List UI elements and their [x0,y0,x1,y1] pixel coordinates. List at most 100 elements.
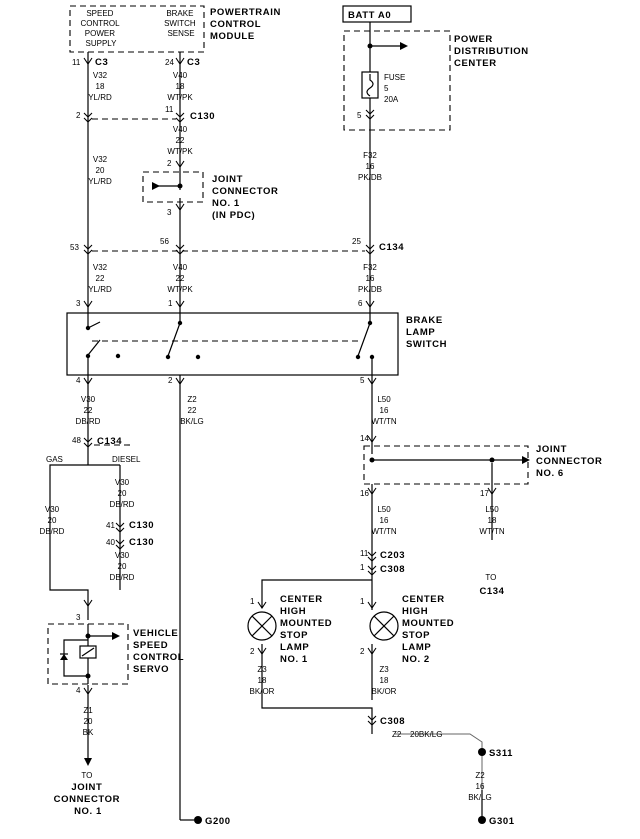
svg-text:2: 2 [360,647,365,656]
svg-text:1: 1 [168,299,173,308]
svg-text:BRAKE LAMP SWITCH: BRAKE LAMP SWITCH [406,315,447,350]
pcm-left-label: SPEED CONTROL POWER SUPPLY [80,9,121,48]
svg-text:20BK/LG: 20BK/LG [410,730,442,739]
svg-text:C130: C130 [190,111,215,122]
ground-icon [194,816,202,824]
powertrain-control-module: SPEED CONTROL POWER SUPPLY BRAKE SWITCH … [69,5,284,53]
svg-text:C134: C134 [379,242,404,253]
svg-text:CENTER HIGH MOUNTE: CENTER HIGH MOUNTED STOP LAMP NO. 1 [280,594,335,665]
svg-text:C3: C3 [95,57,108,68]
wire-lines [49,52,493,818]
svg-text:1: 1 [360,563,365,572]
pdc-title: POWER DISTRIBUTION CENTER [454,34,532,69]
svg-text:16: 16 [360,489,369,498]
svg-text:G301: G301 [489,816,515,827]
vehicle-speed-control-servo: VEHICLE SPEED CONTROL SERVO [47,623,187,685]
svg-text:5: 5 [360,376,365,385]
brake-lamp-switch: BRAKE LAMP SWITCH [66,312,447,376]
svg-text:3: 3 [167,208,172,217]
ground-g200: G200 [179,816,231,827]
power-distribution-center: FUSE 5 20A 5 POWER DISTRIBUTION CENTER [343,22,532,131]
svg-text:11: 11 [360,549,369,558]
to-joint-connector-1-label: TO JOINT CONNECTOR NO. 1 [54,771,123,817]
svg-text:C134: C134 [97,436,122,447]
ground-icon [478,816,486,824]
svg-text:53: 53 [70,243,79,252]
svg-text:1: 1 [360,597,365,606]
svg-text:C3: C3 [187,57,200,68]
svg-text:11: 11 [165,105,174,114]
pcm-right-label: BRAKE SWITCH SENSE [164,9,198,38]
stop-lamp-2: CENTER HIGH MOUNTED STOP LAMP NO. 2 [369,594,454,665]
svg-text:Z2: Z2 [392,730,402,739]
battery-label: BATT A0 [342,5,412,23]
pin-numbers: 11 24 2 11 2 3 53 56 25 3 1 6 4 2 5 48 1… [70,58,489,695]
lamp-bulb-icon [247,611,277,641]
svg-text:VEHICLE SPEED CONT: VEHICLE SPEED CONTROL SERVO [133,628,187,675]
svg-text:JOINT CONNECTOR NO: JOINT CONNECTOR NO. 1 (IN PDC) [212,174,282,221]
svg-text:C130: C130 [129,520,154,531]
svg-text:C308: C308 [380,564,405,575]
svg-text:2: 2 [168,376,173,385]
ground-g301: G301 [478,816,515,827]
svg-text:24: 24 [165,58,174,67]
diesel-label: DIESEL [112,455,141,464]
svg-text:48: 48 [72,436,81,445]
svg-text:2: 2 [250,647,255,656]
svg-text:56: 56 [160,237,169,246]
joint-connector-1: JOINT CONNECTOR NO. 1 (IN PDC) [142,171,282,221]
fuse-label: FUSE 5 20A [384,73,408,104]
svg-text:2: 2 [167,159,172,168]
svg-text:JOINT CONNECTOR NO: JOINT CONNECTOR NO. 6 [536,444,606,479]
svg-text:41: 41 [106,521,115,530]
svg-text:C308: C308 [380,716,405,727]
pcm-title: POWERTRAIN CONTROL MODULE [210,7,284,42]
svg-text:5: 5 [357,111,362,120]
svg-text:6: 6 [358,299,363,308]
svg-text:2: 2 [76,111,81,120]
connector-names: C3 C3 C130 C134 C134 C130 C130 C203 C308… [95,57,405,727]
svg-text:C203: C203 [380,550,405,561]
svg-text:1: 1 [250,597,255,606]
svg-text:C130: C130 [129,537,154,548]
stop-lamp-1: CENTER HIGH MOUNTED STOP LAMP NO. 1 [247,594,335,665]
diode-icon [60,654,68,660]
svg-text:40: 40 [106,538,115,547]
svg-text:3: 3 [76,299,81,308]
svg-text:11: 11 [72,58,81,67]
splice-icon [478,748,486,756]
svg-text:G200: G200 [205,816,231,827]
lamp-bulb-icon [369,611,399,641]
splice-s311: S311 [478,748,513,759]
svg-text:14: 14 [360,434,369,443]
joint-connector-6: JOINT CONNECTOR NO. 6 [363,444,606,485]
svg-text:3: 3 [76,613,81,622]
svg-text:S311: S311 [489,748,513,759]
svg-text:4: 4 [76,686,81,695]
to-c134-label: TO C134 [479,573,504,597]
svg-text:25: 25 [352,237,361,246]
gas-label: GAS [46,455,63,464]
svg-text:BATT A0: BATT A0 [348,10,391,21]
